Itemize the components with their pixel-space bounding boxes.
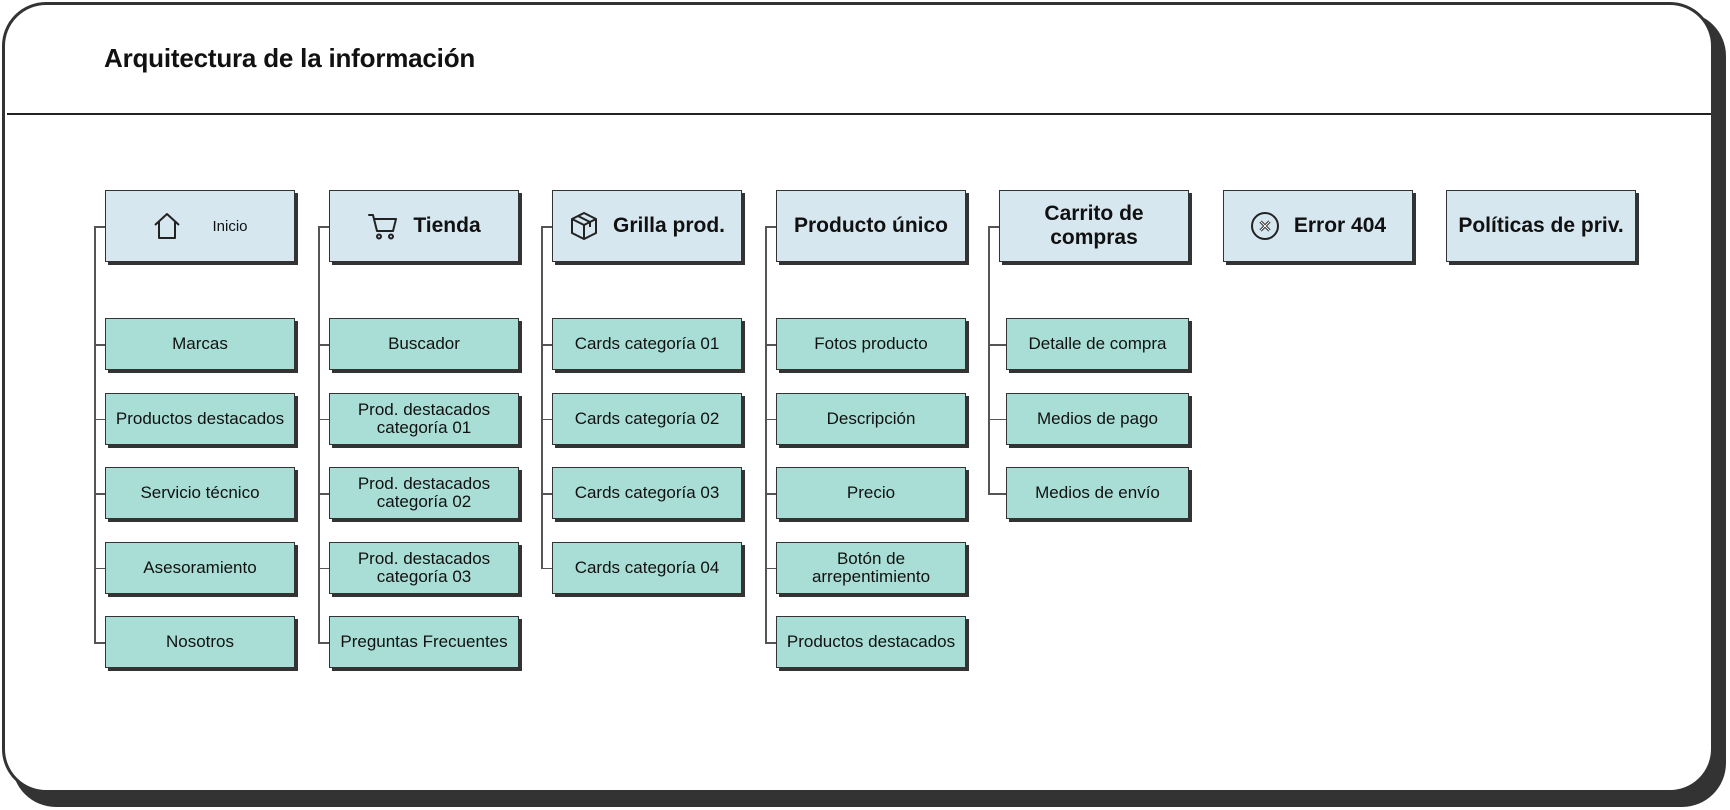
header-politicas-de-priv: Políticas de priv. — [1446, 190, 1636, 262]
node-label: Descripción — [826, 408, 916, 428]
header-label: Políticas de priv. — [1458, 214, 1624, 237]
title-divider — [7, 113, 1711, 115]
node-prod-destacados-categoria-01: Prod. destacados categoría 01 — [329, 392, 519, 445]
node-fotos-producto: Fotos producto — [776, 318, 966, 370]
tree-connector-branch — [988, 493, 1006, 495]
tree-connector-header — [318, 226, 329, 228]
node-label: Asesoramiento — [143, 557, 257, 577]
node-productos-destacados: Productos destacados — [105, 392, 295, 445]
node-servicio-tecnico: Servicio técnico — [105, 467, 295, 519]
error-circle-icon — [1250, 211, 1280, 241]
header-label: Error 404 — [1293, 214, 1387, 237]
tree-connector-branch — [988, 344, 1006, 346]
home-icon — [152, 211, 182, 241]
node-preguntas-frecuentes: Preguntas Frecuentes — [329, 616, 519, 668]
node-label: Cards categoría 04 — [574, 557, 720, 577]
tree-connector-header — [541, 226, 552, 228]
node-label: Buscador — [388, 334, 460, 354]
header-label: Grilla prod. — [612, 214, 725, 237]
node-nosotros: Nosotros — [105, 616, 295, 668]
node-boton-de-arrepentimiento: Botón de arrepentimiento — [776, 541, 966, 594]
node-label: Prod. destacados categoría 01 — [357, 399, 491, 437]
header-label: Inicio — [212, 217, 248, 235]
node-label: Medios de envío — [1035, 483, 1160, 503]
node-label: Cards categoría 03 — [574, 483, 720, 503]
tree-connector-branch — [988, 418, 1006, 420]
box-icon — [569, 211, 599, 241]
header-producto-unico: Producto único — [776, 190, 966, 262]
node-label: Productos destacados — [786, 632, 956, 652]
node-label: Detalle de compra — [1028, 334, 1167, 354]
tree-connector-branch — [94, 493, 105, 495]
node-asesoramiento: Asesoramiento — [105, 541, 295, 594]
tree-connector-branch — [765, 642, 776, 644]
node-prod-destacados-categoria-03: Prod. destacados categoría 03 — [329, 541, 519, 594]
node-productos-destacados: Productos destacados — [776, 616, 966, 668]
tree-connector-header — [988, 226, 999, 228]
tree-connector-branch — [94, 567, 105, 569]
tree-connector-branch — [318, 344, 329, 346]
header-label: Tienda — [413, 214, 481, 237]
node-label: Servicio técnico — [140, 483, 260, 503]
node-label: Cards categoría 02 — [574, 408, 720, 428]
node-label: Marcas — [172, 334, 228, 354]
tree-connector-branch — [765, 567, 776, 569]
node-label: Preguntas Frecuentes — [340, 632, 508, 652]
tree-connector-branch — [94, 418, 105, 420]
node-detalle-de-compra: Detalle de compra — [1006, 318, 1189, 370]
tree-connector-header — [94, 226, 105, 228]
node-label: Nosotros — [165, 632, 235, 652]
tree-connector-branch — [318, 567, 329, 569]
node-medios-de-envio: Medios de envío — [1006, 467, 1189, 519]
node-cards-categoria-03: Cards categoría 03 — [552, 467, 742, 519]
node-medios-de-pago: Medios de pago — [1006, 392, 1189, 445]
node-buscador: Buscador — [329, 318, 519, 370]
header-grilla-prod: Grilla prod. — [552, 190, 742, 262]
node-marcas: Marcas — [105, 318, 295, 370]
node-label: Cards categoría 01 — [574, 334, 720, 354]
tree-connector-branch — [94, 642, 105, 644]
tree-connector-branch — [541, 567, 552, 569]
node-label: Fotos producto — [814, 334, 928, 354]
node-precio: Precio — [776, 467, 966, 519]
tree-connector-branch — [318, 642, 329, 644]
tree-connector-vertical — [318, 226, 320, 642]
tree-connector-vertical — [541, 226, 543, 568]
header-label: Carrito de compras — [1044, 202, 1144, 249]
node-prod-destacados-categoria-02: Prod. destacados categoría 02 — [329, 467, 519, 519]
tree-connector-branch — [318, 493, 329, 495]
tree-connector-branch — [318, 418, 329, 420]
cart-icon — [367, 211, 399, 241]
tree-connector-branch — [541, 344, 552, 346]
tree-connector-vertical — [94, 226, 96, 642]
tree-connector-branch — [541, 418, 552, 420]
page-title: Arquitectura de la información — [104, 43, 476, 73]
tree-connector-header — [765, 226, 776, 228]
tree-connector-vertical — [765, 226, 767, 642]
node-label: Prod. destacados categoría 02 — [357, 474, 491, 511]
tree-connector-branch — [765, 344, 776, 346]
tree-connector-vertical — [988, 226, 990, 493]
header-carrito-de-compras: Carrito de compras — [999, 190, 1189, 262]
node-cards-categoria-04: Cards categoría 04 — [552, 541, 742, 594]
node-label: Precio — [846, 483, 896, 503]
header-label: Producto único — [794, 214, 948, 237]
node-label: Productos destacados — [115, 408, 285, 428]
node-cards-categoria-01: Cards categoría 01 — [552, 318, 742, 370]
header-error-404: Error 404 — [1223, 190, 1413, 262]
node-label: Prod. destacados categoría 03 — [357, 548, 491, 586]
node-cards-categoria-02: Cards categoría 02 — [552, 392, 742, 445]
tree-connector-branch — [94, 344, 105, 346]
node-label: Botón de arrepentimiento — [811, 548, 931, 586]
tree-connector-branch — [765, 418, 776, 420]
tree-connector-branch — [765, 493, 776, 495]
tree-connector-branch — [541, 493, 552, 495]
header-inicio: Inicio — [105, 190, 295, 262]
header-tienda: Tienda — [329, 190, 519, 262]
node-descripcion: Descripción — [776, 392, 966, 445]
node-label: Medios de pago — [1037, 408, 1158, 428]
